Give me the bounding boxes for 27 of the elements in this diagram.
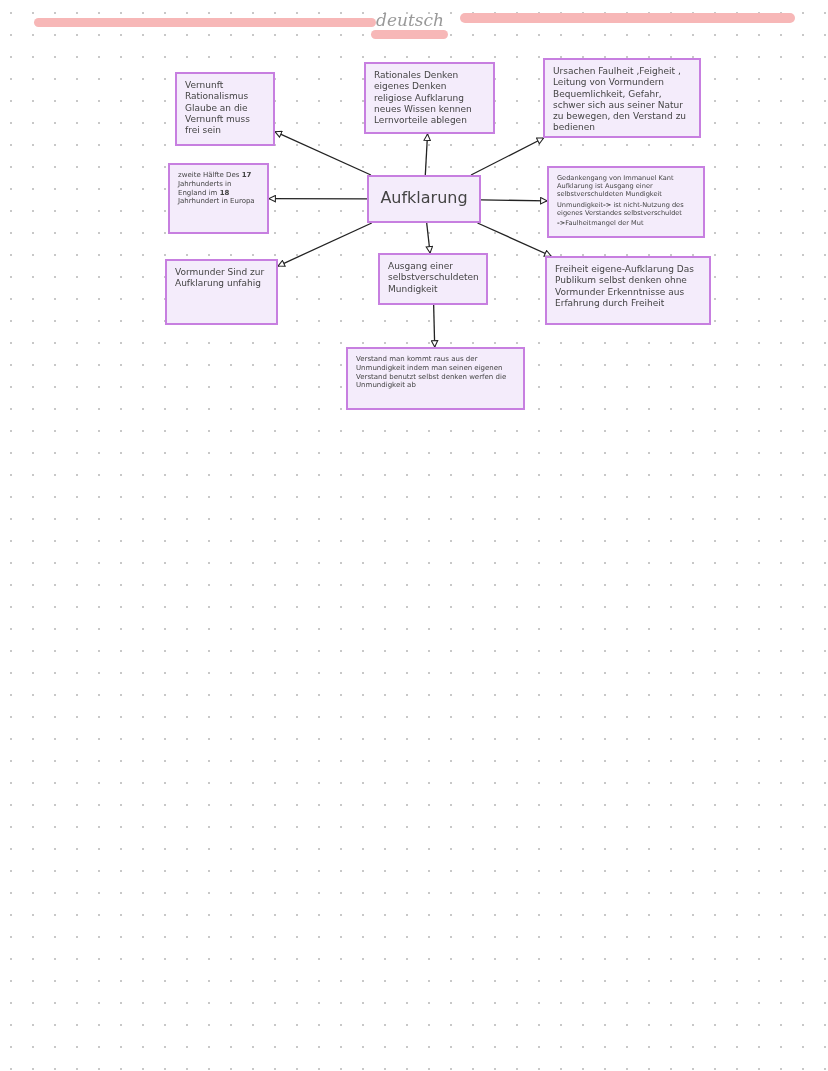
note-box [165, 259, 278, 325]
note-text: Vernunft Rationalismus Glaube an die Vernunft muss frei sein [185, 80, 251, 137]
arrow [423, 133, 431, 176]
note-box [545, 256, 711, 325]
note-box [168, 163, 269, 234]
arrow [268, 194, 368, 203]
note-text: Ursachen Faulheit ,Feigheit , Leitung von Vormundern Bequemlichkeit, Gefahr, schwer sich aus seiner Natur zu bewegen, den Verstand zu bedienen [553, 66, 688, 134]
arrow [470, 137, 545, 176]
note-text: Rationales Denken eigenes Denken religiose Aufklarung neues Wissen kennen Lernvorteile ablegen [374, 70, 473, 127]
note-text: Ausgang einer selbstverschuldeten Mundigkeit [388, 261, 478, 295]
note-box [543, 58, 701, 138]
note-box [547, 166, 705, 238]
note-text: Vormunder Sind zur Aufklarung unfahig [175, 267, 266, 290]
note-box [367, 175, 481, 223]
arrow [480, 197, 548, 205]
note-text: Aufklarung [380, 188, 468, 208]
arrow [274, 130, 372, 176]
arrow [277, 222, 373, 267]
note-text: Freiheit eigene-Aufklarung Das Publikum selbst denken ohne Vormunder Erkenntnisse aus Erfahrung durch Freiheit [555, 264, 695, 309]
page-title: deutsch [376, 10, 444, 30]
note-box [175, 72, 275, 146]
arrow [476, 222, 552, 257]
arrow [425, 222, 434, 254]
note-box [364, 62, 495, 134]
note-box [378, 253, 488, 305]
arrow [430, 304, 439, 348]
note-box [346, 347, 525, 410]
